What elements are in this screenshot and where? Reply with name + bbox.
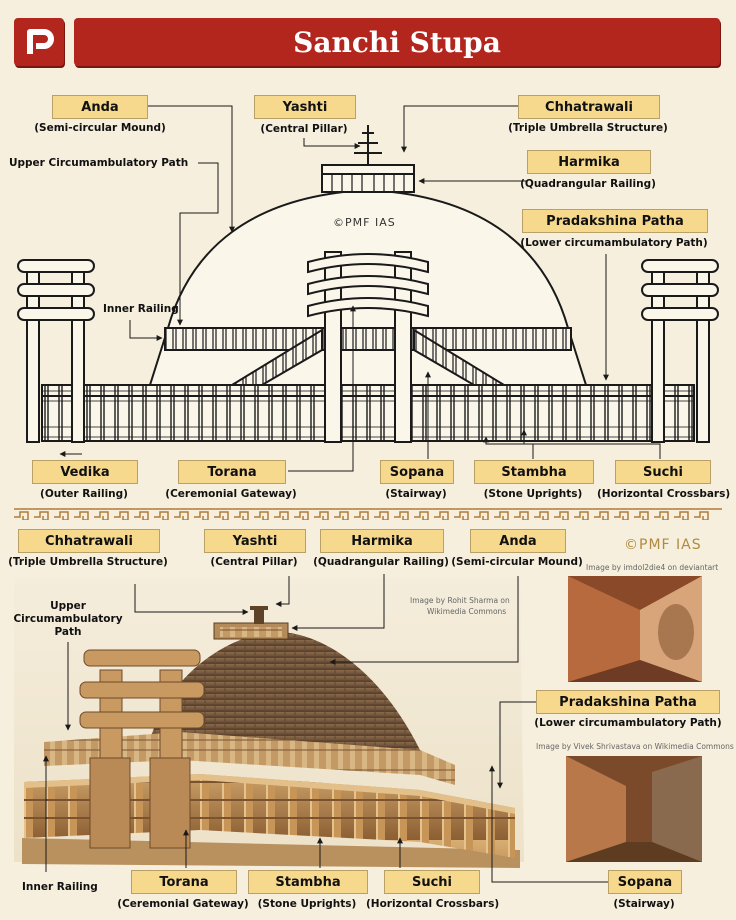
top-suchi-sub: (Horizontal Crossbars) bbox=[597, 488, 731, 500]
credit-vivek: Image by Vivek Shrivastava on Wikimedia … bbox=[536, 742, 734, 751]
top-torana-sub: (Ceremonial Gateway) bbox=[165, 488, 297, 500]
bottom-upper-path-label: Upper Circumambulatory Path bbox=[13, 600, 123, 638]
bottom-pradakshina-sub: (Lower circumambulatory Path) bbox=[534, 717, 722, 729]
bottom-suchi-label: Suchi bbox=[384, 870, 480, 894]
bottom-anda-label: Anda bbox=[470, 529, 566, 553]
credit-imdol: Image by imdol2die4 on deviantart bbox=[586, 563, 719, 572]
photo-torana bbox=[79, 649, 205, 849]
top-torana-label: Torana bbox=[178, 460, 286, 484]
vedika-railing bbox=[41, 384, 695, 442]
top-harmika-label: Harmika bbox=[527, 150, 651, 174]
top-yashti-sub: (Central Pillar) bbox=[260, 123, 348, 135]
photo-upper-railing bbox=[44, 732, 455, 785]
bottom-torana-label: Torana bbox=[131, 870, 237, 894]
page-title: Sanchi Stupa bbox=[293, 25, 501, 59]
bottom-pradakshina-label: Pradakshina Patha bbox=[536, 690, 720, 714]
top-vedika-sub: (Outer Railing) bbox=[40, 488, 128, 500]
top-inner-railing-label: Inner Railing bbox=[103, 303, 179, 315]
bottom-harmika-label: Harmika bbox=[320, 529, 444, 553]
credit-rohit-line2: Wikimedia Commons bbox=[427, 607, 507, 616]
bottom-stambha-label: Stambha bbox=[248, 870, 368, 894]
top-chhatrawali-label: Chhatrawali bbox=[518, 95, 660, 119]
top-sopana-sub: (Stairway) bbox=[385, 488, 447, 500]
top-anda-sub: (Semi-circular Mound) bbox=[34, 122, 166, 134]
title-bar: Sanchi Stupa bbox=[74, 18, 720, 66]
upper-railing bbox=[164, 327, 572, 351]
logo-p-icon bbox=[27, 29, 54, 54]
top-pradakshina-sub: (Lower circumambulatory Path) bbox=[520, 237, 708, 249]
harmika-shape bbox=[321, 164, 415, 193]
photo-corridor-2 bbox=[566, 756, 702, 862]
photo-anda-dome bbox=[150, 631, 420, 750]
bottom-chhatrawali-label: Chhatrawali bbox=[18, 529, 160, 553]
credit-rohit-line1: Image by Rohit Sharma on bbox=[410, 596, 510, 605]
top-yashti-label: Yashti bbox=[254, 95, 356, 119]
top-anda-label: Anda bbox=[52, 95, 148, 119]
photo-vedika bbox=[24, 774, 515, 858]
bottom-inner-railing-label: Inner Railing bbox=[22, 881, 98, 893]
top-vedika-label: Vedika bbox=[32, 460, 138, 484]
top-harmika-sub: (Quadrangular Railing) bbox=[520, 178, 656, 190]
stupa-photo-illustration bbox=[14, 574, 702, 883]
top-suchi-label: Suchi bbox=[615, 460, 711, 484]
stupa-line-diagram bbox=[14, 105, 722, 520]
bottom-stambha-sub: (Stone Uprights) bbox=[257, 898, 357, 910]
bottom-chhatrawali-sub: (Triple Umbrella Structure) bbox=[8, 556, 168, 568]
watermark-bottom: ©PMF IAS bbox=[624, 537, 702, 553]
top-sopana-label: Sopana bbox=[380, 460, 454, 484]
top-pradakshina-label: Pradakshina Patha bbox=[522, 209, 708, 233]
top-upper-path-label: Upper Circumambulatory Path bbox=[9, 157, 189, 169]
bottom-harmika-sub: (Quadrangular Railing) bbox=[313, 556, 449, 568]
bottom-suchi-sub: (Horizontal Crossbars) bbox=[366, 898, 500, 910]
top-chhatrawali-sub: (Triple Umbrella Structure) bbox=[508, 122, 668, 134]
top-stambha-label: Stambha bbox=[474, 460, 594, 484]
photo-corridor-1 bbox=[568, 576, 702, 682]
bottom-yashti-sub: (Central Pillar) bbox=[210, 556, 298, 568]
bottom-yashti-label: Yashti bbox=[204, 529, 306, 553]
bottom-torana-sub: (Ceremonial Gateway) bbox=[117, 898, 249, 910]
watermark-top: ©PMF IAS bbox=[333, 216, 396, 229]
top-stambha-sub: (Stone Uprights) bbox=[483, 488, 583, 500]
greek-key-border bbox=[14, 508, 722, 520]
bottom-sopana-sub: (Stairway) bbox=[613, 898, 675, 910]
bottom-sopana-label: Sopana bbox=[608, 870, 682, 894]
bottom-anda-sub: (Semi-circular Mound) bbox=[451, 556, 583, 568]
pmf-logo bbox=[14, 18, 64, 66]
